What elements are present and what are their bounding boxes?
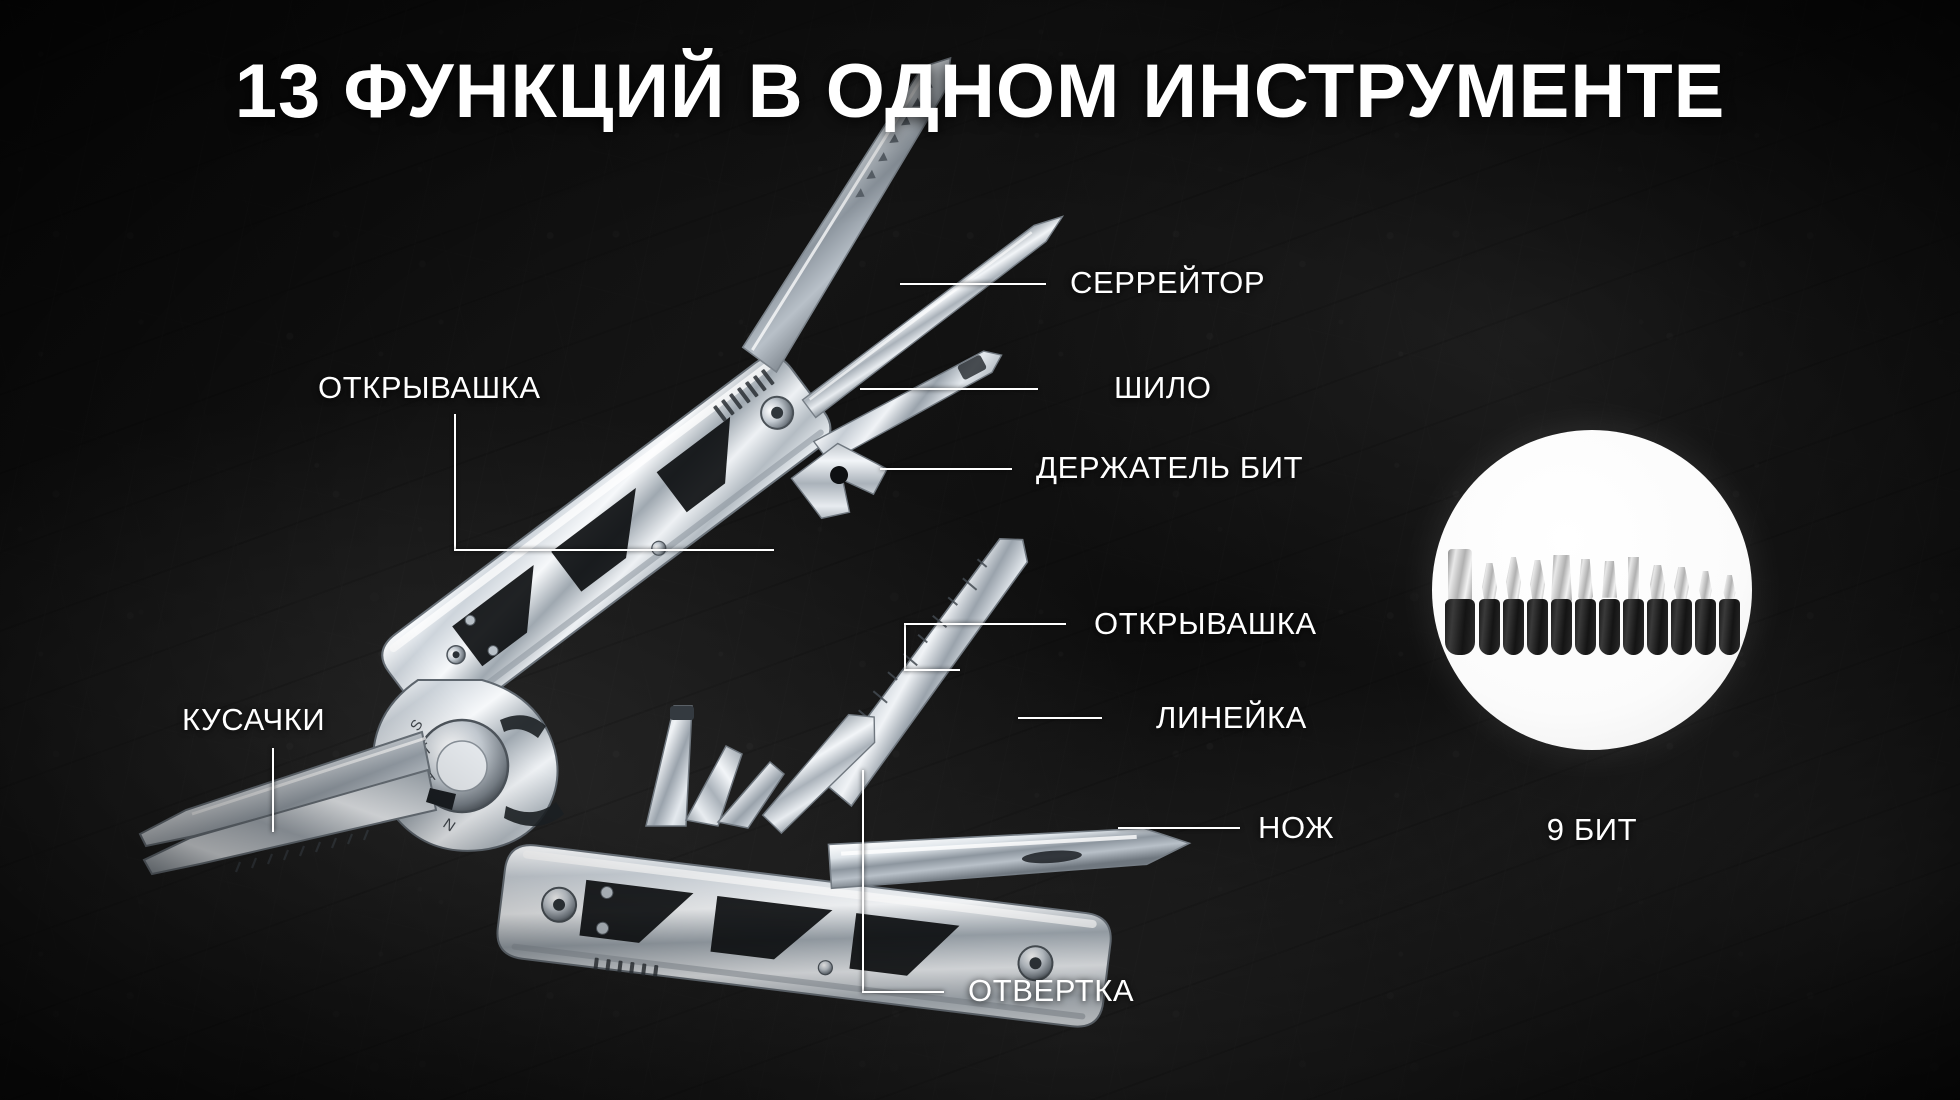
- callout-label-screwdriver: ОТВЕРТКА: [968, 973, 1135, 1008]
- callout-label-serrator: СЕРРЕЙТОР: [1070, 265, 1266, 300]
- bit-phillips-1: [1478, 525, 1501, 655]
- leader-line-opener-mid-vertical: [904, 623, 906, 671]
- leader-line-screwdriver-horizontal: [862, 991, 944, 993]
- bit-adapter: [1443, 525, 1477, 655]
- callout-label-knife: НОЖ: [1258, 810, 1335, 845]
- leader-line-serrator: [900, 283, 1046, 285]
- bits-row: [1432, 525, 1752, 655]
- bit-flat-1: [1574, 525, 1597, 655]
- leader-line-awl: [860, 388, 1038, 390]
- callout-label-awl: ШИЛО: [1114, 370, 1212, 405]
- bit-torx-1: [1670, 525, 1693, 655]
- leader-line-ruler: [1018, 717, 1102, 719]
- callout-label-cutters: КУСАЧКИ: [182, 702, 326, 737]
- leader-line-opener-top-horizontal: [454, 549, 774, 551]
- bit-hex: [1646, 525, 1669, 655]
- bit-phillips-3: [1526, 525, 1549, 655]
- page-title: 13 ФУНКЦИЙ В ОДНОМ ИНСТРУМЕНТЕ: [234, 49, 1726, 134]
- leader-line-screwdriver-vertical: [862, 770, 864, 992]
- bit-flat-wide: [1550, 525, 1573, 655]
- bit-torx-3: [1718, 525, 1741, 655]
- bit-flat-2: [1598, 525, 1621, 655]
- leader-line-bit-holder: [880, 468, 1012, 470]
- leader-line-cutters: [272, 748, 274, 832]
- leader-line-opener-mid-bottom: [904, 669, 960, 671]
- bits-inset-caption: 9 БИТ: [1546, 812, 1638, 847]
- bit-square: [1622, 525, 1645, 655]
- leader-line-opener-mid-top: [904, 623, 1066, 625]
- bit-torx-2: [1694, 525, 1717, 655]
- callout-label-bit-holder: ДЕРЖАТЕЛЬ БИТ: [1036, 450, 1304, 485]
- bits-inset-circle: [1432, 430, 1752, 750]
- callout-label-opener-mid: ОТКРЫВАШКА: [1094, 606, 1317, 641]
- callout-label-opener-top: ОТКРЫВАШКА: [318, 370, 541, 405]
- bit-phillips-2: [1502, 525, 1525, 655]
- callout-label-ruler: ЛИНЕЙКА: [1156, 700, 1307, 735]
- leader-line-knife: [1118, 827, 1240, 829]
- leader-line-opener-top-vertical: [454, 414, 456, 550]
